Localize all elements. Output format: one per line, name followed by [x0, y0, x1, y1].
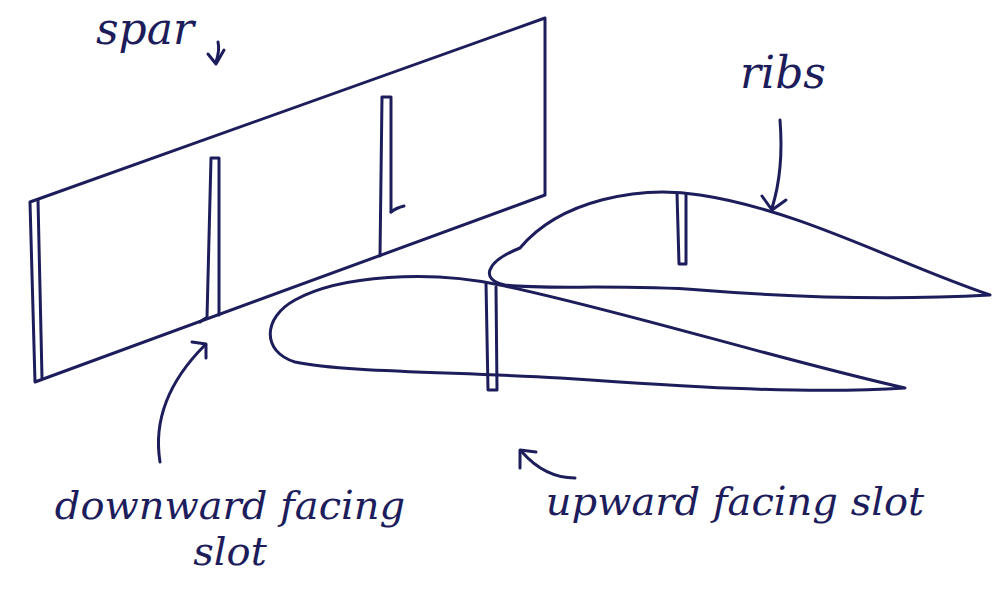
- rib-airfoil: [489, 192, 990, 298]
- leader-arrow: [772, 120, 781, 208]
- leader-arrow: [522, 452, 575, 478]
- leader-arrow: [208, 50, 224, 64]
- callout-text: upward facing slot: [540, 478, 930, 524]
- part-name: spar: [70, 4, 220, 55]
- leader-arrow: [762, 196, 786, 210]
- rib-airfoil: [270, 277, 905, 391]
- spar-plate: [30, 18, 545, 382]
- callout-text: downward facing slot: [20, 482, 440, 574]
- leader-arrow: [158, 345, 205, 462]
- part-name: ribs: [718, 48, 848, 99]
- leader-arrow: [192, 342, 206, 358]
- leader-arrow: [520, 450, 536, 468]
